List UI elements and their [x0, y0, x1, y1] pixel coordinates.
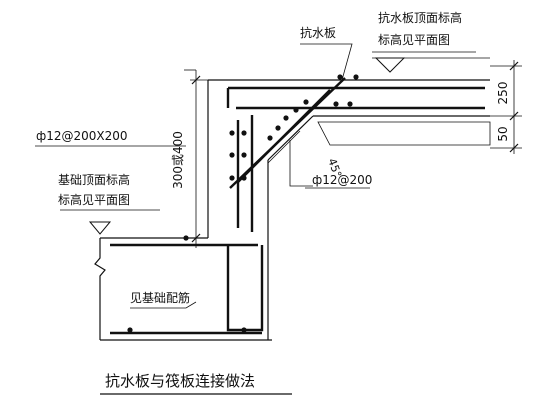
dimension-right: 250 50 [490, 60, 522, 154]
foundation-top-elevation-line2: 标高见平面图 [58, 192, 130, 207]
angle-label: 45° [325, 157, 344, 180]
dim-50-label: 50 [496, 126, 510, 141]
rebar-dot [127, 327, 133, 333]
cushion-layer [267, 121, 491, 187]
rebar-dots [127, 74, 359, 333]
dim-300-400-label: 300或400 [171, 131, 185, 189]
foundation-top-elevation-line1: 基础顶面标高 [58, 172, 130, 187]
rebar-dot [183, 235, 189, 241]
rebar-dot [241, 130, 247, 136]
rebar-dot [293, 107, 299, 113]
rebar-dot [347, 101, 353, 107]
rebar-dot [337, 74, 343, 80]
rebar-dot [229, 130, 235, 136]
rebar-left-label: ф12@200X200 [36, 129, 128, 143]
rebar-dot [267, 135, 273, 141]
rebar-dot [283, 115, 289, 121]
see-foundation-rebar-label: 见基础配筋 [130, 290, 190, 305]
slab-top-elevation-line1: 抗水板顶面标高 [378, 10, 462, 25]
concrete-outline [94, 79, 490, 341]
title-block: 抗水板与筏板连接做法 [100, 372, 292, 395]
rebar-dot [241, 175, 247, 181]
rebar-bottom-label: ф12@200 [312, 173, 372, 187]
dimension-left: 300或400 [171, 69, 208, 248]
rebar-dot [241, 327, 247, 333]
rebar-dot [303, 99, 309, 105]
elevation-marker-slab [372, 57, 490, 73]
reinforcement [110, 77, 485, 335]
dim-250-label: 250 [496, 82, 510, 105]
rebar-dot [353, 74, 359, 80]
elevation-marker-foundation [60, 209, 160, 235]
detail-title: 抗水板与筏板连接做法 [105, 372, 255, 390]
rebar-dot [241, 152, 247, 158]
anti-water-slab-label: 抗水板 [300, 25, 336, 40]
rebar-dot [333, 101, 339, 107]
slab-top-elevation-line2: 标高见平面图 [378, 32, 450, 47]
rebar-dot [229, 152, 235, 158]
rebar-dot [275, 125, 281, 131]
rebar-dot [229, 175, 235, 181]
leaders [35, 43, 476, 309]
